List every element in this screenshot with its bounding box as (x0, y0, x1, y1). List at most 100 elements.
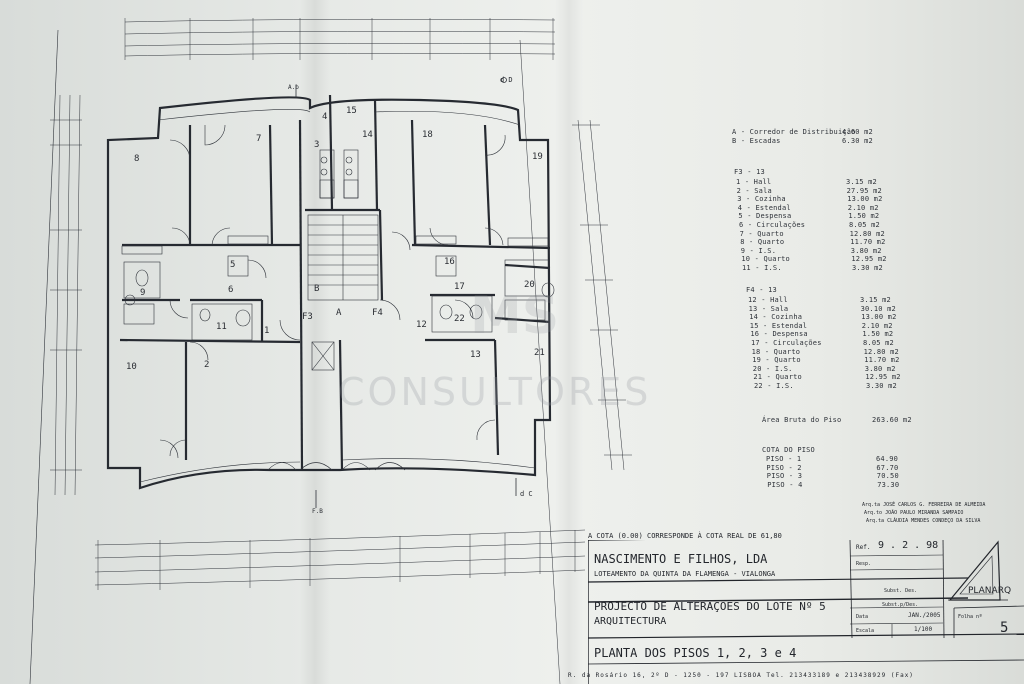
f4-room-label: 16 - Despensa (750, 330, 808, 339)
f4-room-value: 8.05 m2 (863, 339, 894, 347)
room-number-9: 9 (140, 288, 146, 298)
f3-room-label: 11 - I.S. (742, 264, 782, 272)
section-mark-c: d C (520, 490, 533, 498)
architect-2: Arq.to JOÃO PAULO MIRANDA SAMPAIO (864, 510, 964, 516)
subst-des-label: Subst. Des. (884, 588, 918, 594)
room-number-1: 1 (264, 326, 270, 336)
f3-room-label: 4 - Estendal (737, 203, 791, 212)
section-mark-fb: F.B (312, 508, 323, 515)
room-number-7: 7 (256, 134, 262, 144)
room-number-18: 18 (422, 130, 433, 140)
room-number-16: 16 (444, 257, 455, 267)
floor-level-label: PISO - 2 (766, 463, 802, 472)
architect-1: Arq.ta JOSÉ CARLOS G. FERREIRA DE ALMEID… (862, 502, 986, 508)
ref-label: Ref. (856, 544, 871, 551)
floor-level-value: 67.70 (876, 463, 899, 472)
room-number-6: 6 (228, 285, 234, 295)
f3-room-value: 11.70 m2 (850, 238, 886, 247)
room-number-13: 13 (470, 350, 481, 360)
f4-room-label: 18 - Quarto (751, 347, 801, 356)
f3-room-value: 3.15 m2 (846, 178, 877, 186)
floor-levels-title: COTA DO PISO (762, 446, 815, 454)
drawing-title: PLANTA DOS PISOS 1, 2, 3 e 4 (594, 646, 797, 660)
f3-room-value: 3.80 m2 (850, 246, 882, 255)
f4-room-value: 13.00 m2 (861, 313, 897, 322)
f3-room-value: 12.95 m2 (851, 255, 887, 264)
section-mark-ab: A.b (288, 84, 299, 91)
floor-level-value: 70.50 (876, 472, 899, 481)
data-value: JAN./2005 (908, 612, 941, 619)
f3-room-label: 1 - Hall (736, 178, 772, 186)
room-label-f4: F4 (372, 308, 383, 318)
room-number-21: 21 (534, 348, 545, 358)
f3-room-label: 9 - I.S. (740, 246, 777, 255)
room-label-b: B (314, 284, 320, 294)
f4-room-value: 12.80 m2 (863, 347, 899, 356)
folha-value: 5 (1000, 620, 1009, 636)
cota-note: A COTA (0.00) CORRESPONDE À COTA REAL DE… (588, 532, 782, 540)
f3-room-label: 10 - Quarto (741, 255, 790, 264)
f3-room-value: 13.00 m2 (847, 195, 883, 204)
f4-room-label: 19 - Quarto (752, 356, 801, 365)
room-number-12: 12 (416, 320, 427, 330)
f3-room-value: 2.10 m2 (847, 203, 879, 212)
data-label: Data (856, 614, 869, 620)
room-number-3: 3 (314, 140, 320, 150)
paper-fold-right (555, 0, 583, 684)
f3-room-value: 8.05 m2 (849, 221, 880, 229)
f4-room-value: 1.50 m2 (862, 330, 894, 339)
room-number-8: 8 (134, 154, 140, 164)
floor-level-label: PISO - 1 (766, 455, 802, 463)
f4-room-label: 14 - Cozinha (749, 313, 803, 322)
f4-room-label: 17 - Circulações (751, 339, 822, 347)
f4-room-label: 13 - Sala (748, 304, 789, 313)
room-number-17: 17 (454, 282, 465, 292)
escala-label: Escala (856, 628, 875, 634)
f3-room-value: 3.30 m2 (852, 264, 883, 272)
company-name: NASCIMENTO E FILHOS, LDA (594, 552, 768, 566)
floor-level-value: 73.30 (877, 480, 900, 489)
folha-label: Folha nº (958, 614, 983, 620)
room-number-15: 15 (346, 106, 357, 116)
logo-text: PLANARQ (968, 586, 1012, 596)
f3-room-value: 27.95 m2 (846, 186, 882, 195)
f3-room-label: 6 - Circulações (739, 221, 806, 229)
f4-room-value: 3.80 m2 (864, 364, 896, 373)
room-number-4: 4 (322, 112, 328, 122)
f4-room-label: 12 - Hall (748, 296, 788, 304)
room-number-14: 14 (362, 130, 373, 140)
resp-label: Resp. (856, 561, 872, 567)
room-number-20: 20 (524, 280, 535, 290)
f4-room-value: 30.10 m2 (860, 304, 896, 313)
f3-room-label: 8 - Quarto (740, 238, 785, 247)
title-block: Ref. 9 . 2 . 98 Resp. NASCIMENTO E FILHO… (568, 540, 1024, 684)
ref-value: 9 . 2 . 98 (878, 540, 939, 551)
f4-room-value: 2.10 m2 (861, 321, 893, 330)
watermark-logo: MS (470, 286, 560, 346)
f3-room-label: 5 - Despensa (738, 212, 792, 221)
project-title: PROJECTO DE ALTERAÇÕES DO LOTE Nº 5 (594, 600, 826, 613)
f4-room-label: 22 - I.S. (754, 382, 794, 390)
f4-room-value: 12.95 m2 (865, 373, 901, 382)
f3-room-value: 1.50 m2 (848, 212, 880, 221)
floor-level-value: 64.90 (876, 455, 899, 463)
escala-value: 1/100 (914, 626, 933, 633)
room-number-5: 5 (230, 260, 236, 270)
f3-room-label: 3 - Cozinha (737, 195, 786, 204)
room-number-11: 11 (216, 322, 227, 332)
room-number-19: 19 (532, 152, 543, 162)
f3-room-value: 12.80 m2 (849, 229, 885, 238)
room-number-2: 2 (204, 360, 210, 370)
f4-room-value: 3.15 m2 (860, 296, 891, 304)
f4-room-label: 15 - Estendal (749, 321, 808, 330)
unit-f3-title: F3 - 13 (734, 168, 765, 176)
watermark-text: CONSULTORES (338, 370, 652, 414)
room-label-f3: F3 (302, 312, 313, 322)
substp-des-label: Subst.p/Des. (882, 602, 919, 608)
room-label-a: A (336, 308, 342, 318)
f4-room-value: 3.30 m2 (866, 382, 897, 390)
project-discipline: ARQUITECTURA (594, 616, 667, 627)
floor-level-label: PISO - 3 (766, 472, 803, 481)
f3-room-label: 2 - Sala (736, 186, 772, 195)
